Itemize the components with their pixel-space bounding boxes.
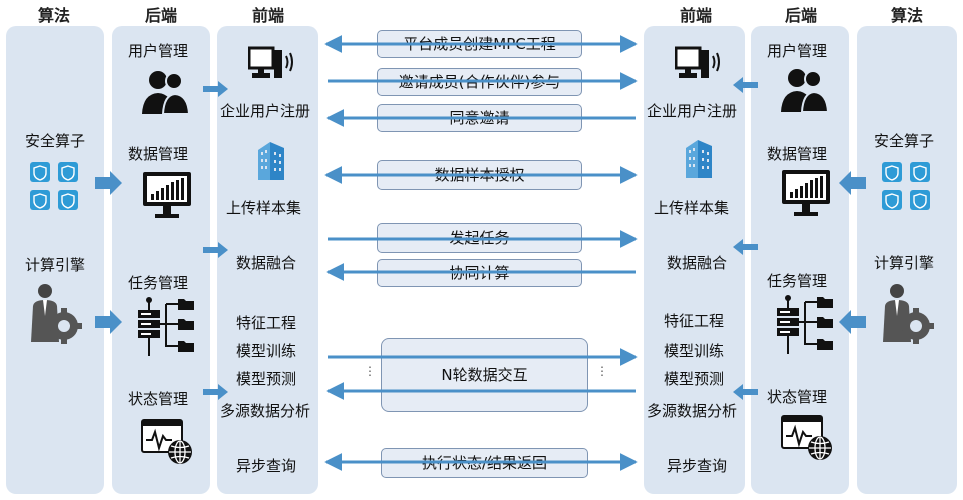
right-fe-data-fusion: 数据融合	[667, 254, 728, 272]
right-algo-header: 算法	[891, 6, 924, 25]
right-fe-enterprise-register: 企业用户注册	[647, 102, 738, 120]
arrow-left-user-to-fe	[203, 81, 228, 97]
msg-label: N轮数据交互	[441, 366, 528, 384]
users-icon	[781, 69, 830, 113]
web-globe-icon	[781, 415, 832, 460]
left-algo-panel	[6, 26, 104, 494]
right-fe-model-predict: 模型预测	[664, 370, 725, 388]
monitor-chart-icon	[143, 172, 191, 218]
building-icon	[258, 142, 284, 180]
right-frontend-header: 前端	[680, 6, 713, 25]
msg-n-rounds-exchange: N轮数据交互	[381, 338, 588, 412]
left-algo-compute-engine: 计算引擎	[25, 256, 86, 274]
gear-person-icon	[883, 284, 934, 344]
building-icon	[686, 140, 712, 178]
right-backend-header: 后端	[785, 6, 818, 25]
left-fe-data-fusion: 数据融合	[236, 254, 297, 272]
web-globe-icon	[141, 419, 192, 464]
left-fe-feature-eng: 特征工程	[236, 314, 297, 332]
arrow-right-algo-to-task-mgmt	[839, 310, 866, 334]
arrow-left-status-to-fe	[203, 384, 228, 400]
right-algo-compute-engine: 计算引擎	[874, 254, 935, 272]
left-backend-header: 后端	[145, 6, 178, 25]
right-ellipsis: ⋮	[596, 364, 608, 378]
right-fe-multisource-analysis: 多源数据分析	[647, 402, 738, 420]
right-fe-feature-eng: 特征工程	[664, 312, 725, 330]
server-tree-icon	[777, 295, 833, 354]
left-fe-multisource-analysis: 多源数据分析	[220, 402, 311, 420]
gear-person-icon	[31, 284, 82, 344]
left-fe-model-predict: 模型预测	[236, 370, 297, 388]
left-fe-upload-samples: 上传样本集	[226, 199, 302, 217]
left-fe-async-query: 异步查询	[236, 457, 297, 475]
left-frontend-header: 前端	[252, 6, 285, 25]
monitor-chart-icon	[782, 170, 830, 216]
right-algo-panel	[857, 26, 957, 494]
server-tree-icon	[138, 297, 194, 356]
computer-icon	[675, 46, 720, 78]
right-fe-upload-samples: 上传样本集	[654, 199, 730, 217]
arrow-left-task-to-fe	[203, 242, 228, 258]
arrow-left-algo-to-task-mgmt	[95, 310, 122, 334]
right-fe-model-train: 模型训练	[664, 342, 725, 360]
left-fe-enterprise-register: 企业用户注册	[220, 102, 311, 120]
left-algo-security-operator: 安全算子	[25, 132, 86, 150]
arrow-right-status-to-fe	[733, 384, 758, 400]
left-fe-model-train: 模型训练	[236, 342, 297, 360]
right-backend-status-mgmt: 状态管理	[767, 388, 828, 406]
shield-icon	[30, 162, 78, 210]
users-icon	[142, 71, 191, 115]
left-backend-task-mgmt: 任务管理	[128, 274, 189, 292]
arrow-right-algo-to-data-mgmt	[839, 171, 866, 195]
left-ellipsis: ⋮	[364, 364, 376, 378]
right-fe-async-query: 异步查询	[667, 457, 728, 475]
arrow-left-algo-to-data-mgmt	[95, 171, 122, 195]
left-backend-user-mgmt: 用户管理	[128, 42, 189, 60]
right-backend-task-mgmt: 任务管理	[767, 272, 828, 290]
left-backend-data-mgmt: 数据管理	[128, 145, 189, 163]
left-backend-status-mgmt: 状态管理	[128, 390, 189, 408]
right-algo-security-operator: 安全算子	[874, 132, 935, 150]
arrow-right-user-to-fe	[733, 77, 758, 93]
right-frontend-panel	[644, 26, 745, 494]
left-algo-header: 算法	[38, 6, 71, 25]
left-frontend-panel	[217, 26, 318, 494]
right-backend-data-mgmt: 数据管理	[767, 145, 828, 163]
computer-icon	[248, 46, 293, 78]
shield-icon	[882, 162, 930, 210]
right-backend-user-mgmt: 用户管理	[767, 42, 828, 60]
arrow-right-task-to-fe	[733, 239, 758, 255]
